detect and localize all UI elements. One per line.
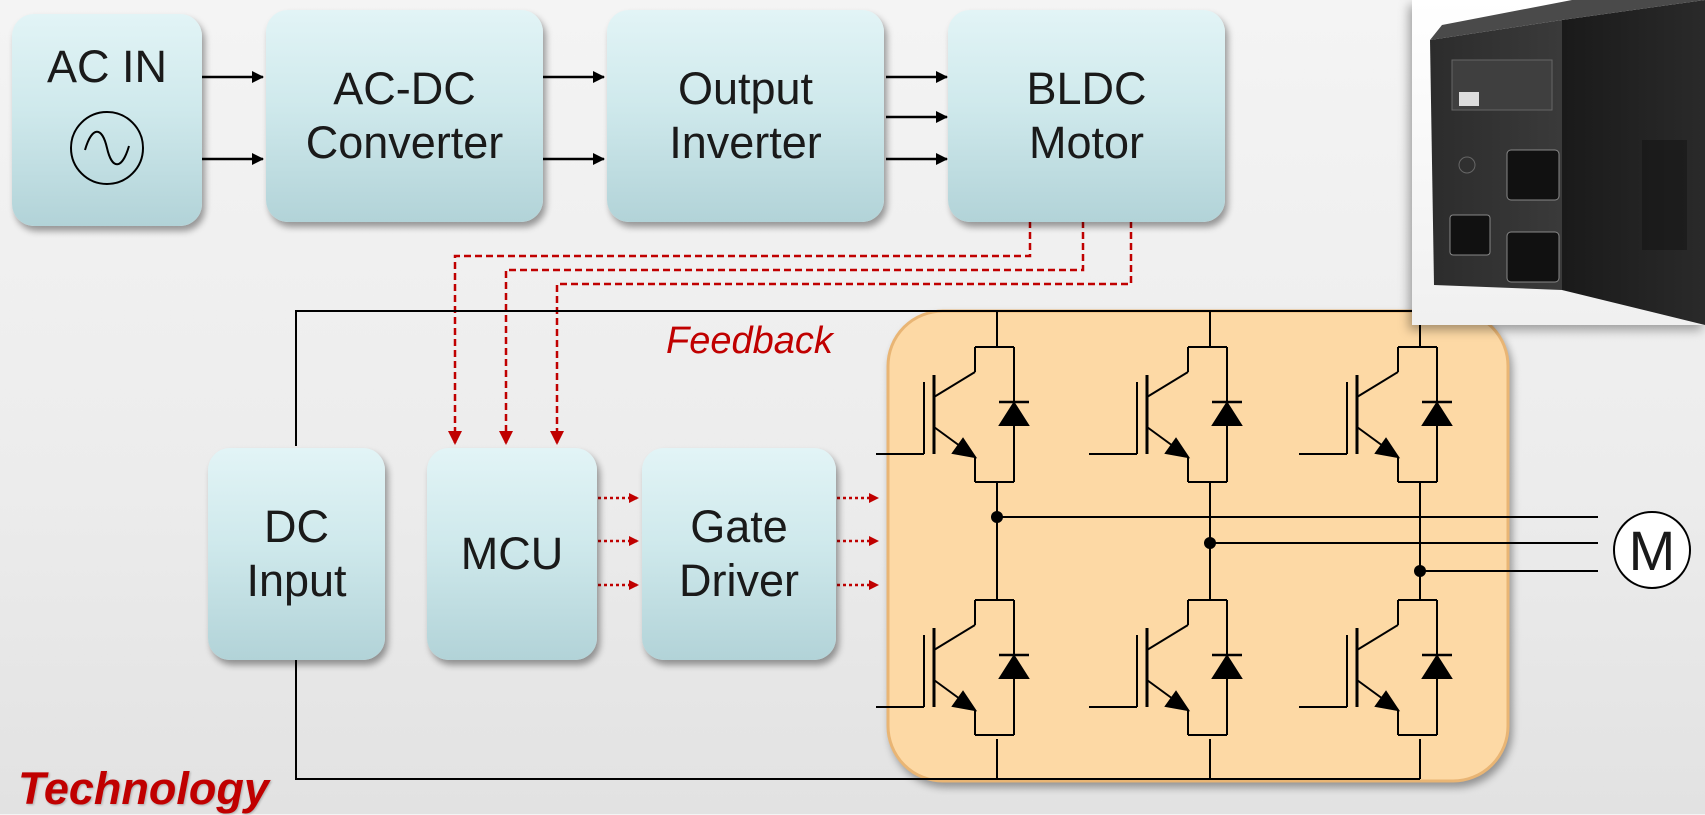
dc-input-line1: DC [264, 500, 329, 554]
bldc-line2: Motor [1029, 116, 1144, 170]
mcu-title: MCU [461, 527, 563, 581]
gate-driver-line2: Driver [679, 554, 799, 608]
output-inverter-block: Output Inverter [607, 10, 884, 222]
mcu-block: MCU [427, 448, 597, 660]
gate-driver-block: Gate Driver [642, 448, 836, 660]
bldc-motor-block: BLDC Motor [948, 10, 1225, 222]
ac-in-block: AC IN [12, 14, 202, 226]
ac-dc-line1: AC-DC [333, 62, 476, 116]
ac-dc-line2: Converter [306, 116, 504, 170]
power-bridge-panel [888, 311, 1508, 781]
gate-driver-line1: Gate [690, 500, 788, 554]
motor-label: M [1600, 513, 1704, 588]
feedback-label: Feedback [666, 320, 833, 363]
ac-dc-converter-block: AC-DC Converter [266, 10, 543, 222]
dc-input-block: DC Input [208, 448, 385, 660]
sine-wave-icon [67, 108, 147, 188]
technology-footer: Technology [18, 763, 269, 815]
ups-product-photo [1412, 0, 1705, 325]
ac-in-title: AC IN [47, 40, 167, 94]
bldc-line1: BLDC [1026, 62, 1146, 116]
dc-input-line2: Input [246, 554, 346, 608]
inverter-line2: Inverter [669, 116, 822, 170]
inverter-line1: Output [678, 62, 813, 116]
